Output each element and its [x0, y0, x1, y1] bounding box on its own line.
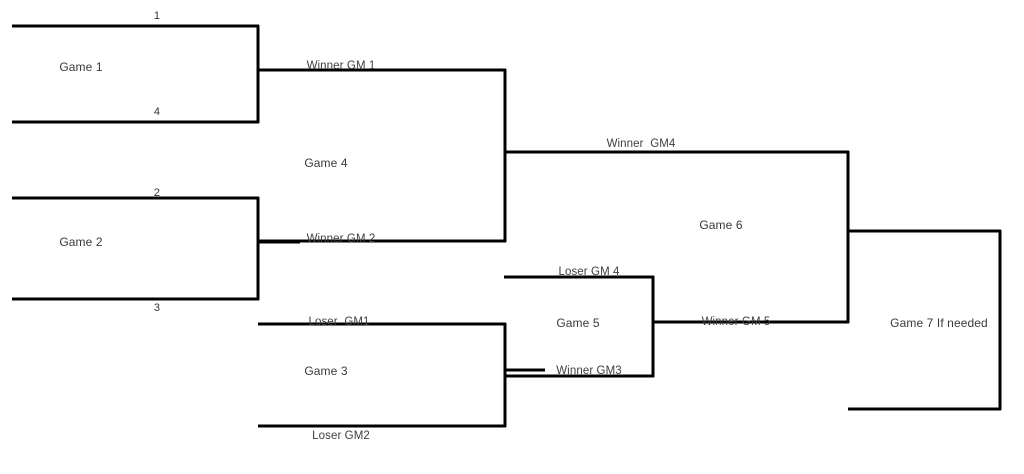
winner-gm1-label: Winner GM 1 — [306, 60, 376, 72]
winner-gm4-label: Winner GM4 — [606, 138, 676, 150]
seed-label-1: 1 — [153, 10, 161, 22]
game-label-6: Game 6 — [699, 218, 743, 232]
seed-label-2: 2 — [153, 187, 161, 199]
winner-gm3-label: Winner GM3 — [556, 365, 622, 377]
winner-gm2-label: Winner GM 2 — [306, 233, 376, 245]
game-label-3: Game 3 — [304, 364, 348, 378]
winner-gm5-label: Winner GM 5 — [701, 316, 771, 328]
game-label-2: Game 2 — [59, 235, 103, 249]
game-label-1: Game 1 — [59, 60, 103, 74]
game-label-7: Game 7 If needed — [890, 316, 988, 330]
game-label-5: Game 5 — [556, 316, 600, 330]
loser-gm4-label: Loser GM 4 — [558, 266, 620, 278]
game-label-4: Game 4 — [304, 156, 348, 170]
loser-gm2-label: Loser GM2 — [312, 430, 370, 442]
seed-label-4: 4 — [153, 106, 161, 118]
loser-gm1-label: Loser GM1 — [308, 316, 370, 328]
seed-label-3: 3 — [153, 302, 161, 314]
